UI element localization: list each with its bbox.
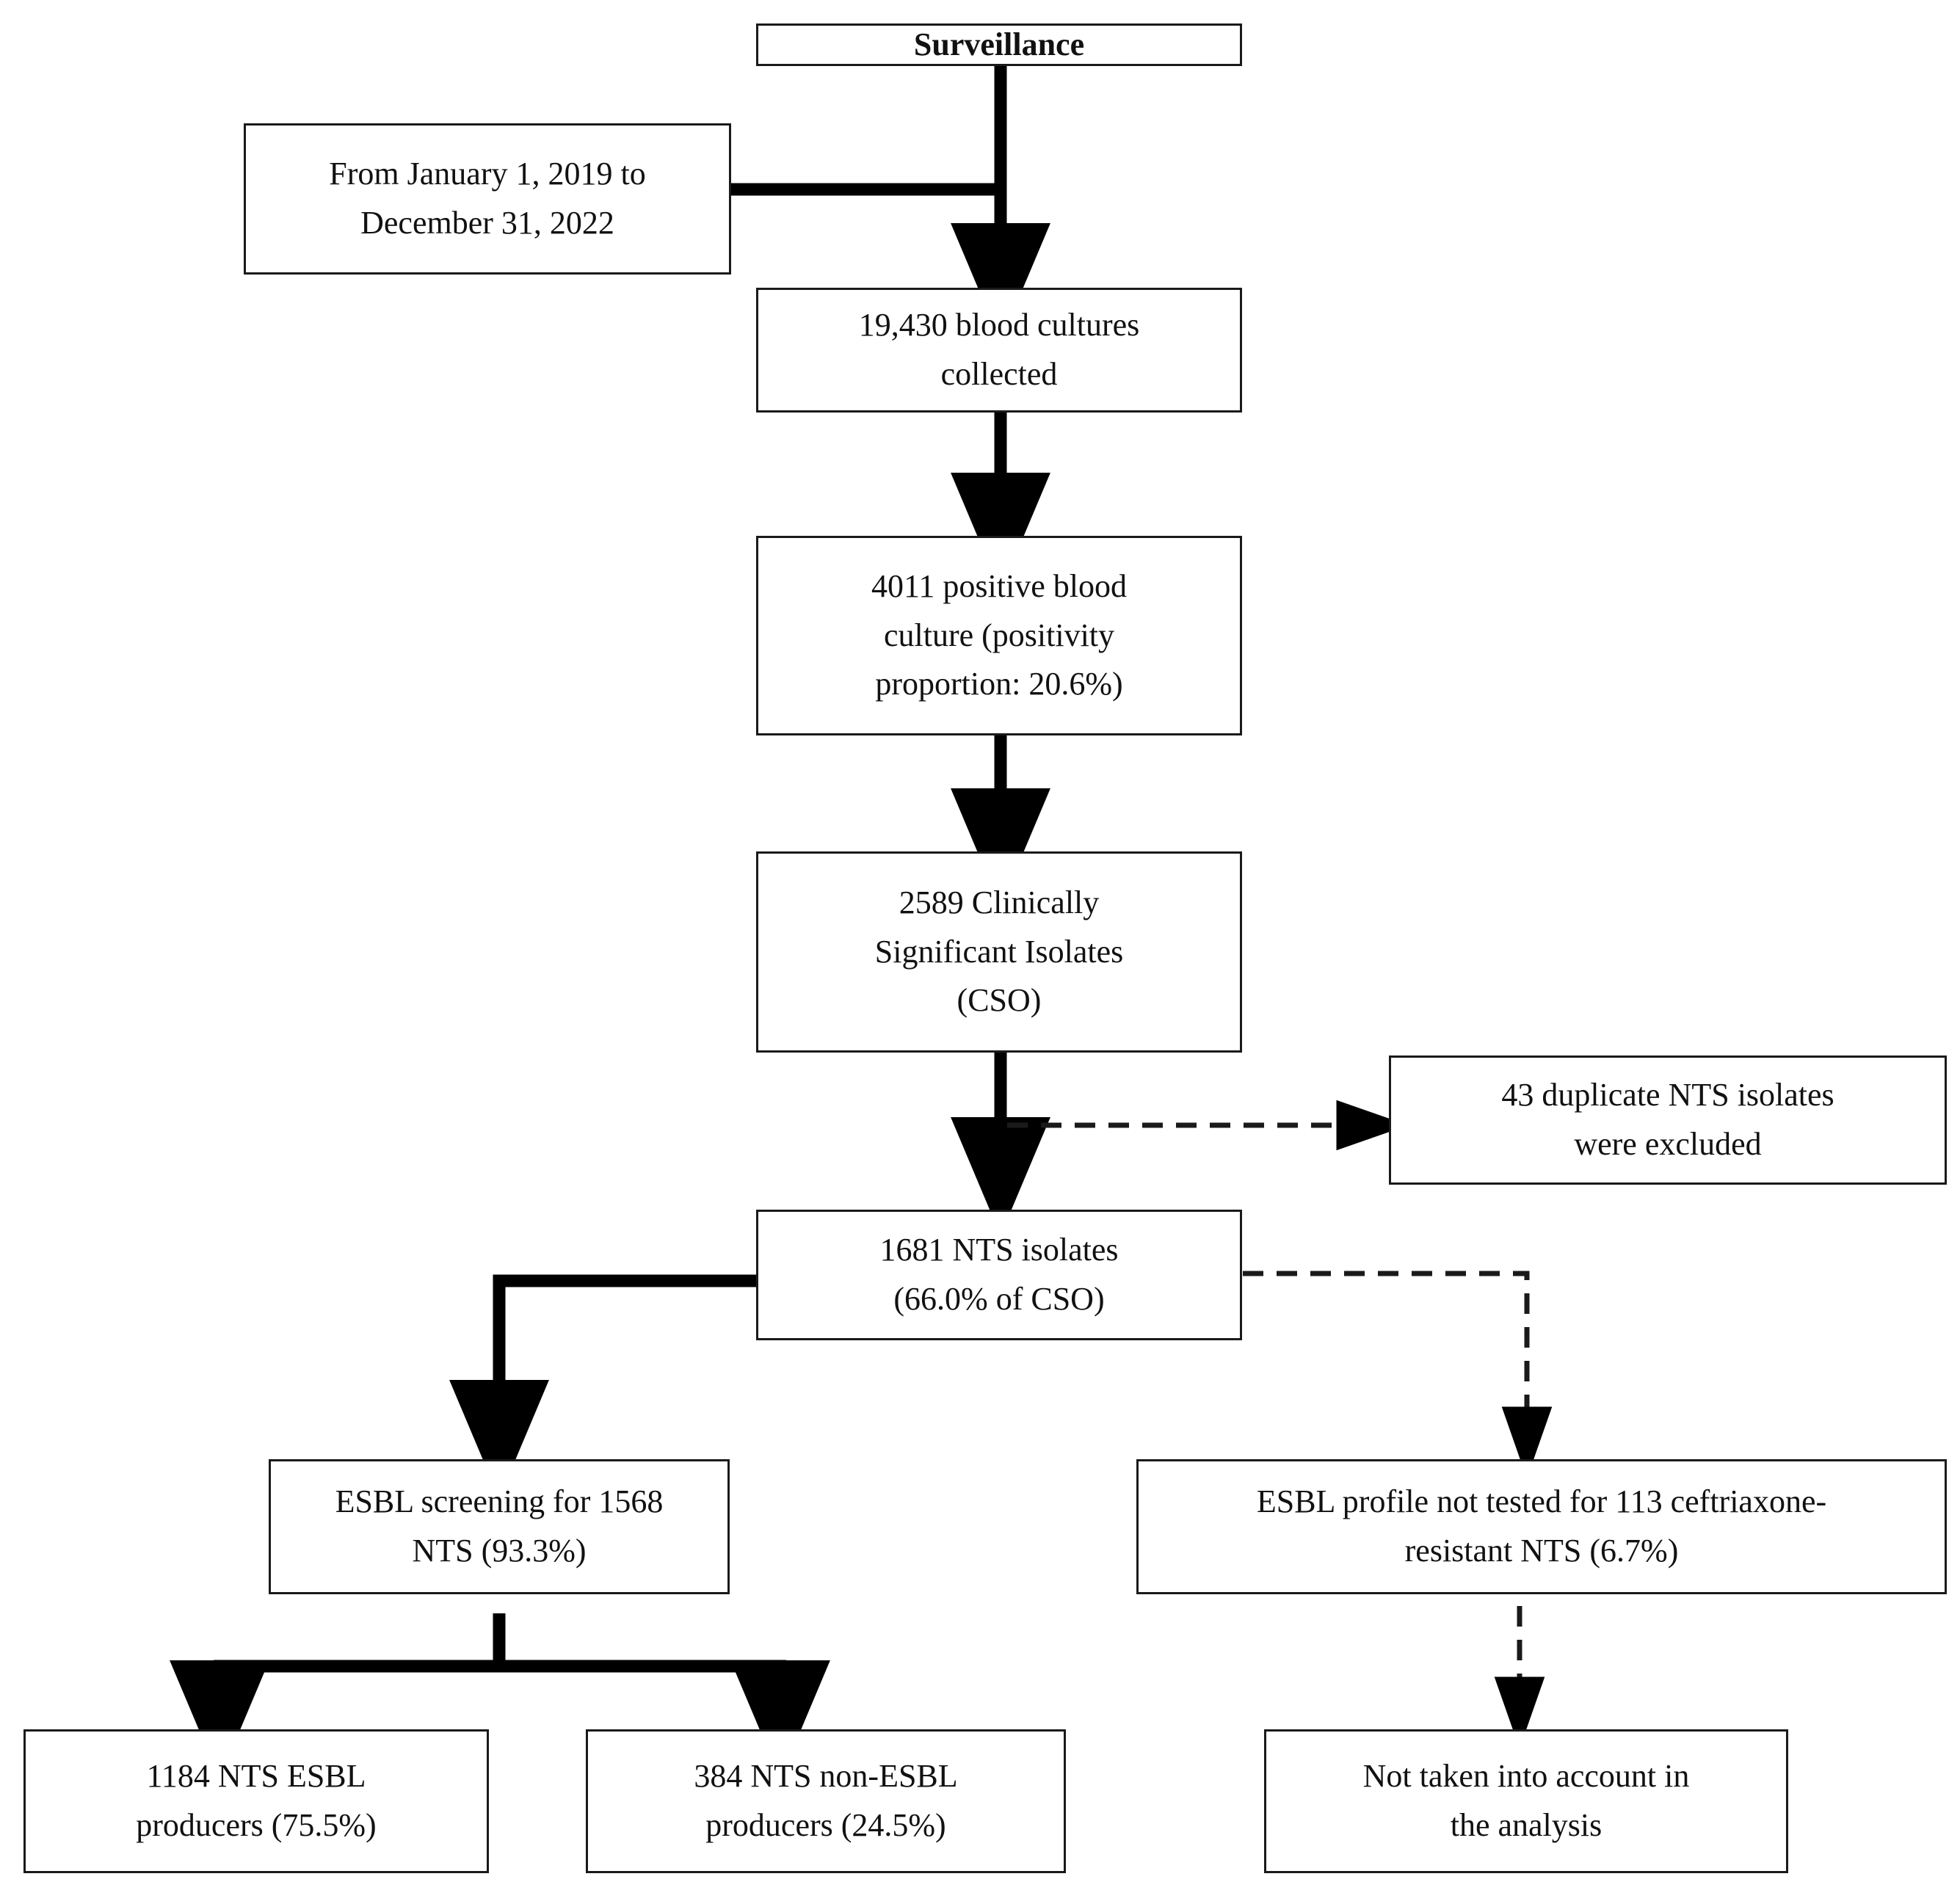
node-nts-isolates[interactable]: 1681 NTS isolates (66.0% of CSO) [756, 1210, 1242, 1340]
node-esbl-profile-not-tested-label: ESBL profile not tested for 113 ceftriax… [1256, 1483, 1827, 1569]
edge-nts-to-esbl-not-tested [1243, 1271, 1553, 1479]
node-esbl-profile-not-tested[interactable]: ESBL profile not tested for 113 ceftriax… [1136, 1459, 1947, 1594]
node-esbl-producers[interactable]: 1184 NTS ESBL producers (75.5%) [23, 1729, 489, 1873]
node-surveillance-label: Surveillance [913, 26, 1085, 62]
node-duplicate-isolates-excluded-label: 43 duplicate NTS isolates were excluded [1501, 1077, 1834, 1162]
node-esbl-screening-label: ESBL screening for 1568 NTS (93.3%) [335, 1483, 664, 1569]
node-non-esbl-producers-label: 384 NTS non-ESBL producers (24.5%) [694, 1758, 958, 1843]
edge-esbl-screening-split [170, 1613, 830, 1779]
node-clinically-significant-isolates-label: 2589 Clinically Significant Isolates (CS… [874, 884, 1124, 1019]
node-surveillance[interactable]: Surveillance [756, 23, 1242, 66]
node-positive-blood-culture[interactable]: 4011 positive blood culture (positivity … [756, 536, 1242, 735]
edge-nts-to-esbl-screening [449, 1274, 758, 1499]
node-positive-blood-culture-label: 4011 positive blood culture (positivity … [871, 567, 1127, 702]
node-not-taken-into-account-label: Not taken into account in the analysis [1362, 1758, 1690, 1843]
node-clinically-significant-isolates[interactable]: 2589 Clinically Significant Isolates (CS… [756, 851, 1242, 1053]
node-blood-cultures-collected[interactable]: 19,430 blood cultures collected [756, 288, 1242, 413]
node-esbl-producers-label: 1184 NTS ESBL producers (75.5%) [136, 1758, 377, 1843]
node-non-esbl-producers[interactable]: 384 NTS non-ESBL producers (24.5%) [586, 1729, 1066, 1873]
node-esbl-screening[interactable]: ESBL screening for 1568 NTS (93.3%) [269, 1459, 730, 1594]
node-not-taken-into-account[interactable]: Not taken into account in the analysis [1264, 1729, 1788, 1873]
node-study-period[interactable]: From January 1, 2019 to December 31, 202… [244, 123, 731, 275]
node-nts-isolates-label: 1681 NTS isolates (66.0% of CSO) [879, 1232, 1119, 1317]
node-blood-cultures-collected-label: 19,430 blood cultures collected [858, 307, 1140, 392]
node-duplicate-isolates-excluded[interactable]: 43 duplicate NTS isolates were excluded [1389, 1055, 1947, 1185]
node-study-period-label: From January 1, 2019 to December 31, 202… [329, 156, 646, 241]
